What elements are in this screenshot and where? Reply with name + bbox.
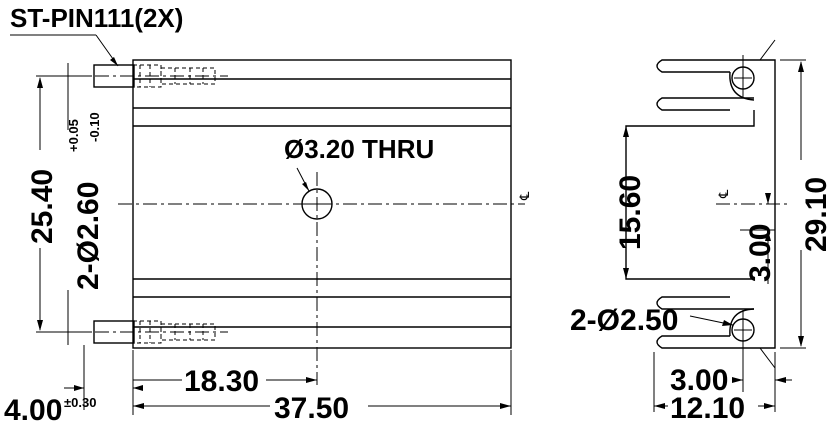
dim-arrow [798,336,804,347]
dim-arrow [654,403,665,409]
pin-tol-plus-label: +0.05 [66,119,81,152]
hole-thru-label: Ø3.20 THRU [284,134,434,164]
side-fin [656,296,754,310]
side-fin [656,335,754,349]
bottom-boss [729,308,755,337]
dim-arrow [623,268,629,279]
dim-arrow [500,403,511,409]
pin-spec-arrow [110,57,118,66]
top-boss [729,71,755,101]
side-view: 15.60 29.10 3.00 2-Ø2.50 3.00 12.10 ℄ [570,39,832,424]
pin-bottom [70,320,228,344]
chamfer-line [759,347,776,369]
pin-spec-label: ST-PIN111(2X) [10,3,183,33]
dim-height-label: 25.40 [26,169,59,244]
chamfer-line [759,39,776,61]
dim-arrow [623,126,629,137]
front-view: ST-PIN111(2X) Ø3.20 THRU 25.40 2-Ø2.60 +… [4,3,533,424]
side-fin [656,59,754,73]
dim-side-width-label: 12.10 [670,392,745,424]
side-hole-dia-label: 2-Ø2.50 [570,304,678,337]
pin-tol-minus-label: -0.10 [87,112,102,142]
thru-hole [301,188,333,220]
dim-arrow [37,320,43,331]
centerline-mark-left: ℄ [518,191,533,201]
dim-arrow [306,377,317,383]
dim-arrow [732,377,743,383]
dim-arrow [133,403,144,409]
side-hole-leader-arrow [722,320,733,326]
dim-total-height-label: 29.10 [800,177,832,252]
dim-hole-x-label: 18.30 [184,365,259,398]
dim-center-offset-label: 3.00 [744,224,777,282]
dim-arrow [37,77,43,88]
dim-length-label: 37.50 [274,392,349,424]
pin-top [70,64,228,88]
pin-dia-label: 2-Ø2.60 [72,182,105,290]
dim-arrow [74,385,84,391]
dim-arrow [133,385,143,391]
centerline-mark-right: ℄ [717,189,732,199]
dim-side-hole-x-label: 3.00 [670,364,728,397]
dim-offset-tol-label: ±0.30 [64,395,96,410]
dim-offset-label: 4.00 [4,394,62,424]
dim-arrow [764,403,775,409]
dim-arrow [798,61,804,72]
dim-arrow [765,230,771,241]
dim-arrow [765,193,771,204]
side-fin [656,97,754,111]
hole-leader-arrow [302,182,309,191]
dim-inner-height-label: 15.60 [614,175,647,250]
